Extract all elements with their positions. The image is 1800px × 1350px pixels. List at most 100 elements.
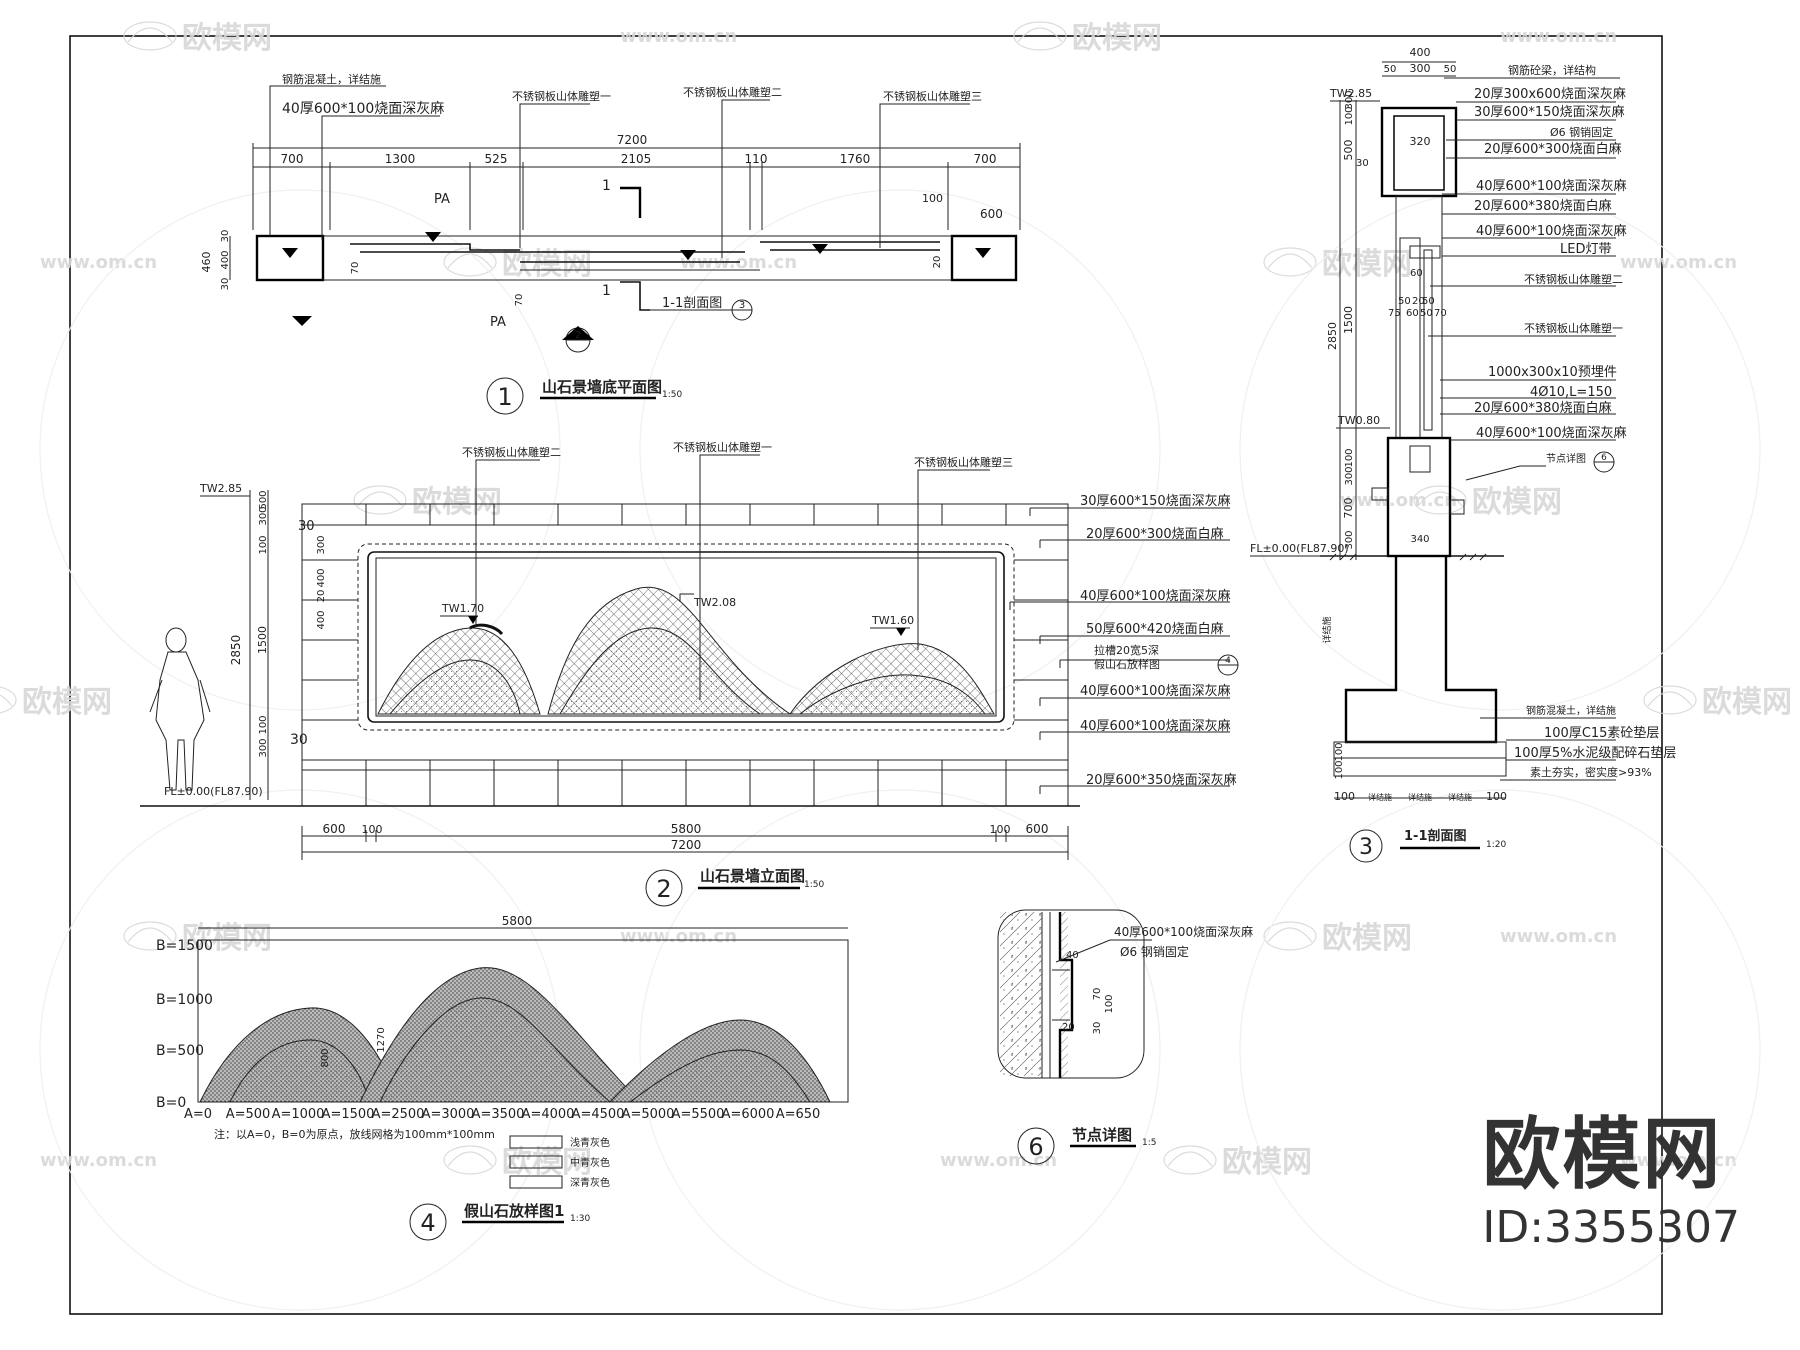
sec-tw-mid: TW0.80 [1337, 414, 1380, 427]
sec-top-dim-2: 300 [1410, 62, 1431, 75]
grid-title: 假山石放样图1 [464, 1202, 564, 1220]
grid-legend-2: 深青灰色 [570, 1176, 610, 1189]
node-dim-4: 20 [1062, 1022, 1075, 1033]
sec-label-8: LED灯带 [1560, 242, 1611, 257]
plan-label-3: 不锈钢板山体雕塑二 [683, 85, 782, 99]
sec-left-dim-1: 300 [1344, 90, 1355, 109]
sec-label-15: 钢筋混凝土，详结施 [1526, 704, 1616, 717]
watermark-site: www.om.cn [940, 1150, 1057, 1171]
sec-inner-dim-8: 70 [1434, 308, 1447, 319]
plan-section-ref: 1-1剖面图 [662, 296, 722, 311]
grid-inner-dim-1: 1270 [376, 1027, 387, 1052]
watermark-site: www.om.cn [620, 26, 737, 47]
watermark-logo: 欧模网 [1263, 921, 1412, 956]
sec-label-14: 40厚600*100烧面深灰麻 [1476, 426, 1627, 441]
plan-title-num: 1 [497, 383, 512, 411]
svg-text:欧模网: 欧模网 [1222, 1145, 1312, 1180]
watermark-logo: 欧模网 [1263, 247, 1412, 282]
layout-grid-view: 5800 800 1270 B=1500 B=1000 B=500 B=0 A=… [156, 914, 849, 1241]
grid-a-label-10: A=5500 [672, 1107, 725, 1122]
drawing-frame [69, 35, 1663, 1315]
sec-label-10: 不锈钢板山体雕塑一 [1524, 321, 1623, 335]
plan-pa-top: PA [434, 192, 450, 207]
sec-label-3: Ø6 钢销固定 [1550, 125, 1613, 139]
elev-inner-dim-1: 400 [316, 568, 327, 587]
model-id: ID:3355307 [1482, 1202, 1740, 1254]
svg-text:欧模网: 欧模网 [502, 247, 592, 282]
svg-text:欧模网: 欧模网 [182, 921, 272, 956]
watermark-site: www.om.cn [1500, 26, 1617, 47]
watermark-layer: 欧模网欧模网欧模网欧模网欧模网欧模网欧模网欧模网欧模网欧模网欧模网欧模网www.… [0, 21, 1792, 1311]
elev-left-dim-6: 30 [290, 732, 308, 748]
watermark-site: www.om.cn [1620, 1150, 1737, 1171]
watermark-logo: 欧模网 [1413, 485, 1562, 520]
sec-left-dim-5: 1500 [1342, 306, 1355, 334]
grid-a-label-11: A=6000 [722, 1107, 775, 1122]
sec-left-dim-10: 100 [1334, 742, 1345, 761]
sec-label-18: 素土夯实，密实度>93% [1530, 765, 1652, 779]
elev-top-label-0: 不锈钢板山体雕塑二 [462, 445, 561, 459]
elev-left-dim-2: 500 [258, 490, 269, 509]
watermark-site: www.om.cn [1340, 490, 1457, 511]
sec-left-dim-11: 100 [1334, 760, 1345, 779]
svg-text:欧模网: 欧模网 [412, 485, 502, 520]
sec-fl: FL±0.00(FL87.90) [1250, 542, 1349, 555]
sec-bottom-dim-3: 详结施 [1448, 792, 1472, 802]
elev-right-label-8: 20厚600*350烧面深灰麻 [1086, 773, 1237, 788]
sec-label-6: 20厚600*380烧面白麻 [1474, 198, 1612, 214]
brand-name: 欧模网 [1482, 1110, 1723, 1201]
sec-label-7: 40厚600*100烧面深灰麻 [1476, 224, 1627, 239]
elev-right-label-6: 40厚600*100烧面深灰麻 [1080, 684, 1231, 699]
node-title-num: 6 [1028, 1133, 1043, 1161]
watermark-site: www.om.cn [1500, 926, 1617, 947]
sec-title-num: 3 [1359, 835, 1373, 860]
plan-label-1: 40厚600*100烧面深灰麻 [282, 101, 444, 117]
elevation-view: TW1.70 TW2.08 TW1.60 不锈钢板山体雕塑二 不锈钢板山体雕塑一… [140, 440, 1239, 907]
node-label-0: 40厚600*100烧面深灰麻 [1114, 924, 1253, 939]
elev-tw-peak-1: TW2.08 [693, 596, 736, 609]
sec-top-dim-3: 50 [1444, 64, 1457, 75]
grid-b-label-2: B=500 [156, 1043, 204, 1059]
plan-total-dim: 7200 [617, 133, 648, 147]
watermark-site: www.om.cn [620, 926, 737, 947]
node-dim-3: 30 [1092, 1022, 1103, 1035]
svg-text:欧模网: 欧模网 [22, 685, 112, 720]
grid-inner-dim-0: 800 [320, 1048, 331, 1067]
watermark-logo: 欧模网 [1163, 1145, 1312, 1180]
grid-note: 注：以A=0，B=0为原点，放线网格为100mm*100mm [214, 1127, 495, 1141]
plan-right-dim-0: 600 [980, 207, 1003, 221]
watermark-site: www.om.cn [40, 1150, 157, 1171]
brand-watermark: 欧模网 ID:3355307 [1482, 1116, 1740, 1255]
grid-legend-0: 浅青灰色 [570, 1136, 610, 1149]
sec-inner-dim-3: 20 [1412, 296, 1425, 307]
elev-right-label-1: 20厚600*300烧面白麻 [1086, 526, 1224, 542]
elev-tw-peak-0: TW1.70 [441, 602, 484, 615]
watermark-site: www.om.cn [1620, 252, 1737, 273]
grid-a-label-6: A=3500 [472, 1107, 525, 1122]
plan-left-dim-0: 460 [200, 252, 213, 273]
watermark-logo: 欧模网 [1013, 21, 1162, 56]
elev-bottom-dim-3: 100 [990, 823, 1011, 836]
sec-label-13: 20厚600*380烧面白麻 [1474, 400, 1612, 416]
sec-label-11: 1000x300x10预埋件 [1488, 365, 1617, 380]
plan-view: 7200 700 1300 525 2105 110 1760 700 PA P… [200, 72, 1021, 415]
grid-b-label-1: B=1000 [156, 992, 213, 1008]
plan-elev-ref-num: 2 [575, 330, 581, 341]
elev-left-dim-5: 100 [258, 715, 269, 734]
grid-legend-1: 中青灰色 [570, 1156, 610, 1169]
sec-left-dim-8: 100 [1344, 448, 1355, 467]
plan-label-4: 不锈钢板山体雕塑三 [883, 89, 982, 103]
elev-height: 2850 [229, 635, 243, 666]
grid-a-label-4: A=2500 [372, 1107, 425, 1122]
sec-label-4: 20厚600*300烧面白麻 [1484, 141, 1622, 157]
elev-bottom-dim-0: 600 [323, 822, 346, 836]
grid-a-label-3: A=1500 [322, 1107, 375, 1122]
sec-tw-top: TW2.85 [1329, 87, 1372, 100]
node-detail-view: 40厚600*100烧面深灰麻 Ø6 钢销固定 40 70 100 30 20 … [997, 909, 1253, 1165]
grid-a-label-8: A=4500 [572, 1107, 625, 1122]
elev-bottom-dim-1: 100 [362, 823, 383, 836]
sec-inner-dim-1: 60 [1410, 268, 1423, 279]
plan-left-dim-1: 30 [220, 230, 231, 243]
grid-a-label-2: A=1000 [272, 1107, 325, 1122]
svg-text:欧模网: 欧模网 [502, 1145, 592, 1180]
